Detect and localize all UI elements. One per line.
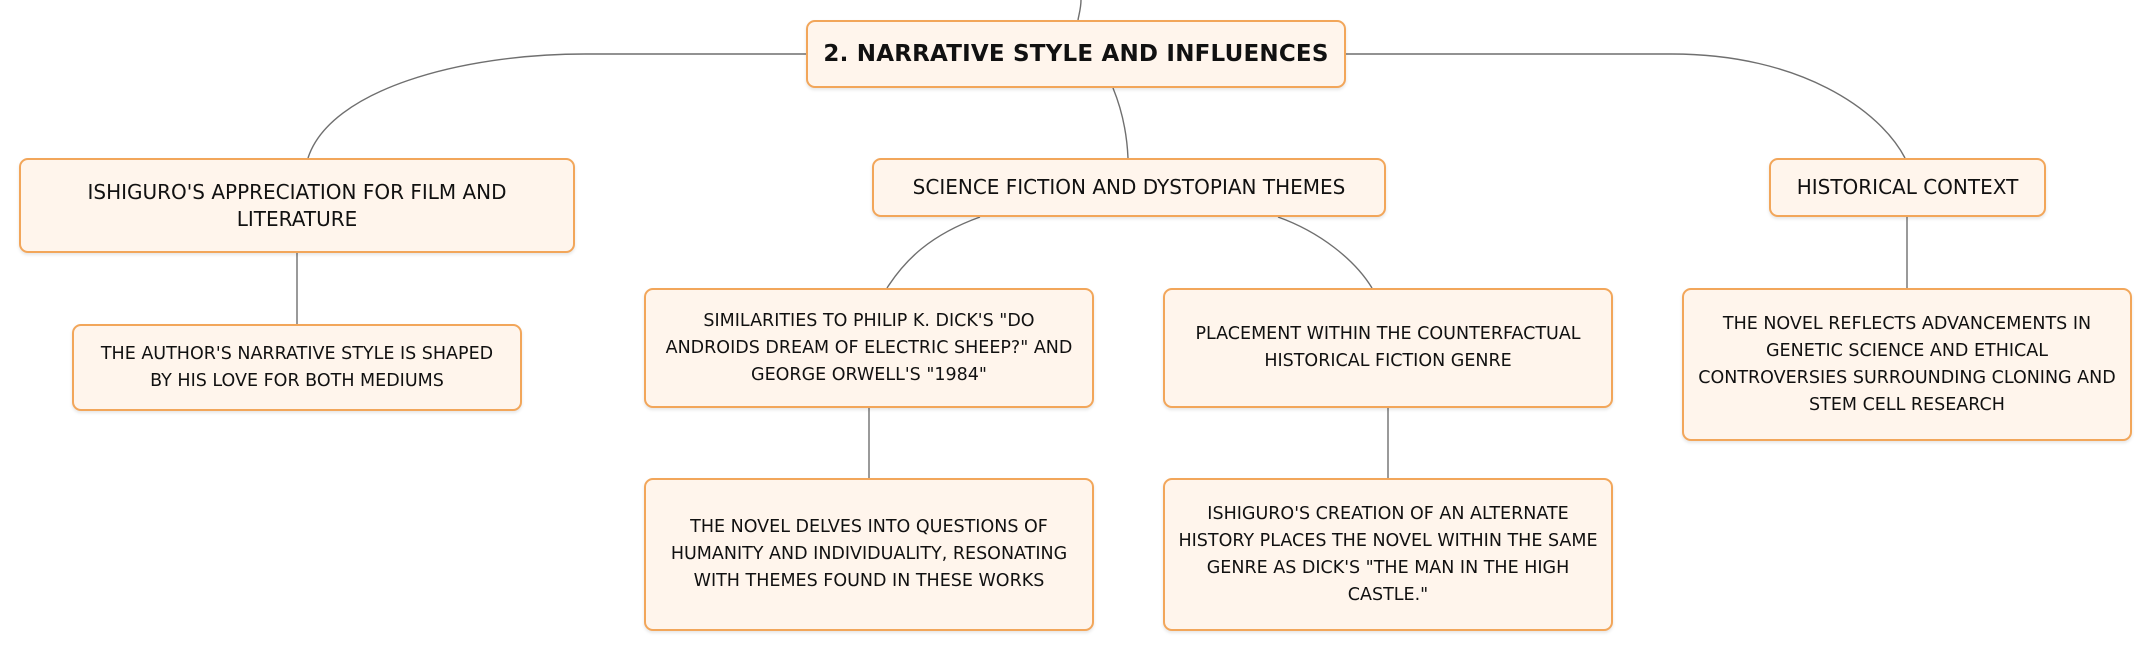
leaf-node-alternate-history[interactable]: ISHIGURO'S CREATION OF AN ALTERNATE HIST… (1163, 478, 1613, 631)
branch-node-historical-context-label: HISTORICAL CONTEXT (1796, 175, 2019, 199)
connector-root-to-film (307, 53, 806, 159)
root-node-label: 2. NARRATIVE STYLE AND INFLUENCES (823, 41, 1329, 67)
connector-scifi-to-placement (1277, 216, 1373, 289)
leaf-node-similarities-label: SIMILARITIES TO PHILIP K. DICK'S "DO AND… (665, 310, 1073, 385)
branch-node-film-literature[interactable]: ISHIGURO'S APPRECIATION FOR FILM AND LIT… (19, 158, 575, 253)
branch-node-science-fiction[interactable]: SCIENCE FICTION AND DYSTOPIAN THEMES (872, 158, 1386, 217)
branch-node-historical-context[interactable]: HISTORICAL CONTEXT (1769, 158, 2046, 217)
leaf-node-genetic-science-label: THE NOVEL REFLECTS ADVANCEMENTS IN GENET… (1698, 313, 2116, 415)
leaf-node-placement-label: PLACEMENT WITHIN THE COUNTERFACTUAL HIST… (1195, 324, 1581, 371)
connector-root-to-history (1346, 53, 1906, 159)
connector-root-to-scifi (1112, 87, 1129, 159)
leaf-node-genetic-science[interactable]: THE NOVEL REFLECTS ADVANCEMENTS IN GENET… (1682, 288, 2132, 441)
root-node[interactable]: 2. NARRATIVE STYLE AND INFLUENCES (806, 20, 1346, 88)
leaf-node-placement[interactable]: PLACEMENT WITHIN THE COUNTERFACTUAL HIST… (1163, 288, 1613, 408)
leaf-node-narrative-style-label: THE AUTHOR'S NARRATIVE STYLE IS SHAPED B… (100, 343, 494, 391)
connector-parent-to-root (1077, 0, 1082, 21)
leaf-node-similarities[interactable]: SIMILARITIES TO PHILIP K. DICK'S "DO AND… (644, 288, 1094, 408)
leaf-node-humanity-themes[interactable]: THE NOVEL DELVES INTO QUESTIONS OF HUMAN… (644, 478, 1094, 631)
leaf-node-narrative-style[interactable]: THE AUTHOR'S NARRATIVE STYLE IS SHAPED B… (72, 324, 522, 411)
branch-node-science-fiction-label: SCIENCE FICTION AND DYSTOPIAN THEMES (912, 175, 1346, 199)
leaf-node-humanity-themes-label: THE NOVEL DELVES INTO QUESTIONS OF HUMAN… (670, 517, 1068, 591)
branch-node-film-literature-label: ISHIGURO'S APPRECIATION FOR FILM AND LIT… (87, 179, 507, 231)
connector-scifi-to-similarities (886, 216, 981, 289)
leaf-node-alternate-history-label: ISHIGURO'S CREATION OF AN ALTERNATE HIST… (1178, 503, 1598, 605)
